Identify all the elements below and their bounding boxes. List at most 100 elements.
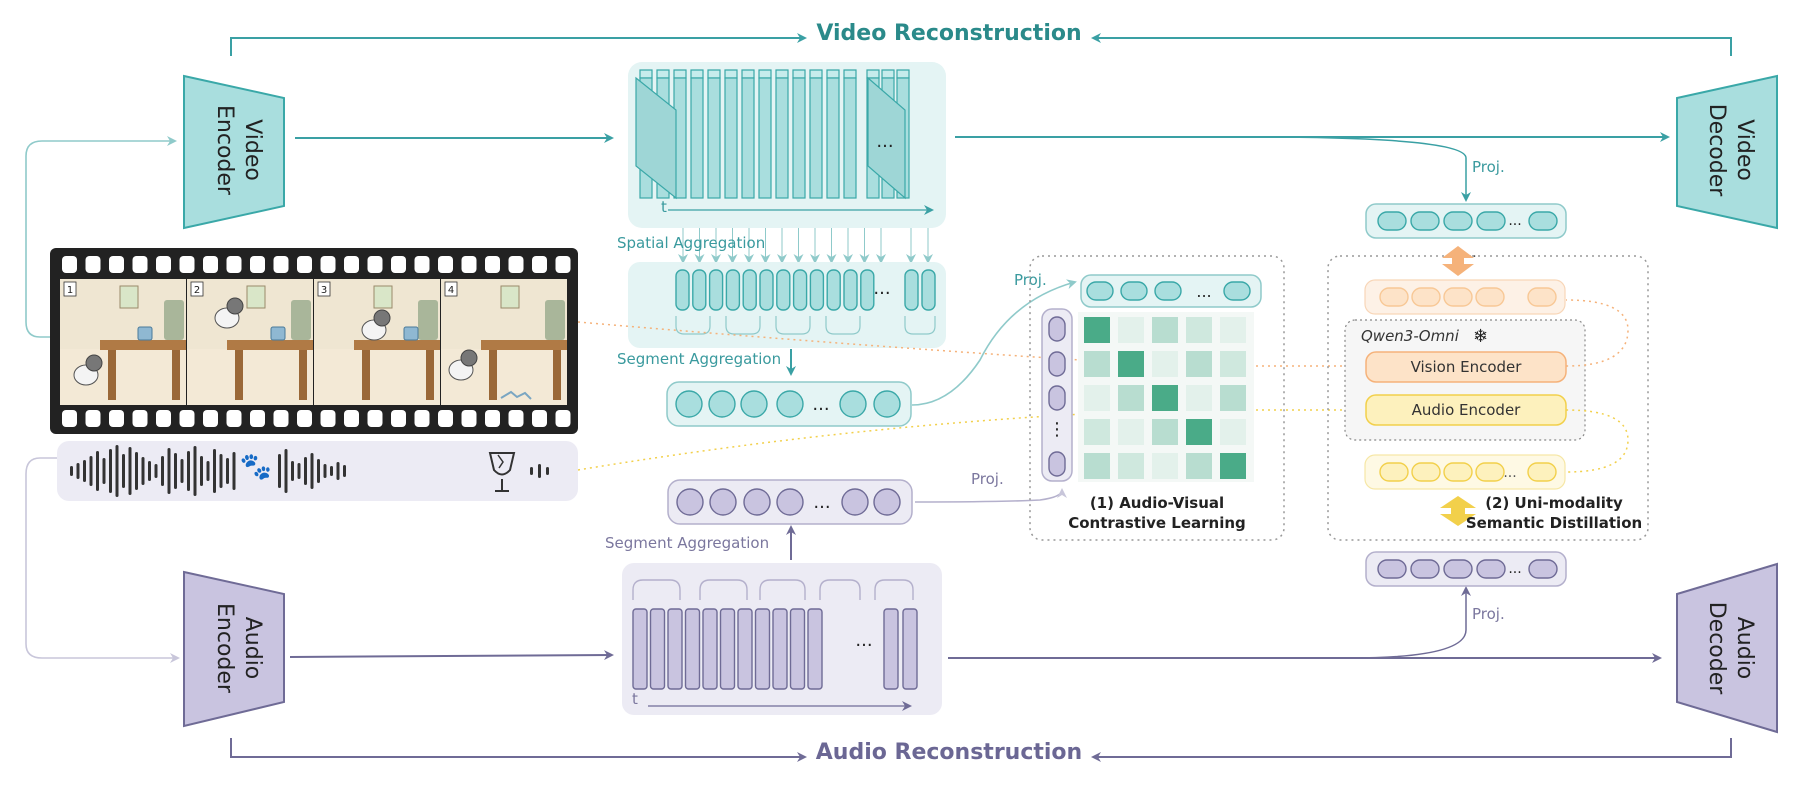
waveform-bar bbox=[336, 462, 340, 480]
audio-aggregated-embedding: ... bbox=[667, 479, 913, 525]
film-hole bbox=[203, 410, 218, 427]
matrix-cell bbox=[1220, 351, 1246, 377]
film-hole bbox=[62, 256, 77, 273]
video-segment-bracket bbox=[675, 316, 711, 335]
waveform-bar bbox=[154, 464, 158, 478]
yellow-token bbox=[1475, 462, 1505, 482]
video-time-label: t bbox=[661, 198, 667, 216]
video-agg-token bbox=[675, 390, 703, 418]
video-slice-top bbox=[724, 69, 738, 79]
waveform-bar bbox=[546, 467, 549, 475]
video-slice-top bbox=[881, 69, 895, 79]
video-slice-top bbox=[707, 69, 721, 79]
video-slice-top bbox=[673, 69, 687, 79]
video-segment-bracket bbox=[725, 316, 761, 335]
film-hole bbox=[461, 256, 477, 273]
video-proj-token bbox=[1443, 211, 1473, 231]
video-proj-arrow bbox=[1249, 136, 1471, 202]
distillation-title-line2: Semantic Distillation bbox=[1466, 514, 1642, 532]
waveform-bar bbox=[180, 459, 184, 483]
film-hole bbox=[344, 256, 359, 273]
film-hole bbox=[414, 410, 430, 427]
film-hole bbox=[85, 410, 101, 427]
film-hole bbox=[461, 410, 477, 427]
frame-broken-cup bbox=[500, 390, 532, 400]
film-hole bbox=[508, 256, 524, 273]
video-slice-top bbox=[775, 69, 789, 79]
frame-cup bbox=[137, 326, 153, 341]
video-token bbox=[692, 269, 707, 311]
orange-token bbox=[1527, 287, 1557, 307]
matrix-cell-positive bbox=[1220, 453, 1246, 479]
video-decoder: Video Decoder bbox=[1676, 74, 1778, 230]
audio-agg-token bbox=[676, 488, 704, 516]
frame-table-leg bbox=[235, 350, 243, 400]
contrastive-audio-token bbox=[1048, 351, 1066, 377]
video-slice-top bbox=[690, 69, 704, 79]
video-agg-ellipsis: ... bbox=[812, 394, 829, 415]
frame-table-leg bbox=[299, 350, 307, 400]
audio-input-loop bbox=[25, 457, 180, 663]
yellow-row-ellipsis: ... bbox=[1503, 465, 1516, 481]
waveform-bar bbox=[278, 454, 281, 488]
video-slice bbox=[741, 77, 755, 199]
waveform-bar bbox=[291, 461, 294, 481]
video-slice-top bbox=[866, 69, 880, 79]
waveform-bar bbox=[530, 467, 533, 475]
film-hole bbox=[62, 410, 77, 427]
contrastive-left-ellipsis: ⋮ bbox=[1048, 419, 1066, 440]
film-hole bbox=[156, 410, 171, 427]
orange-double-arrow bbox=[1442, 246, 1474, 276]
film-hole bbox=[367, 410, 383, 427]
video-proj-token bbox=[1377, 211, 1407, 231]
audio-agg-token bbox=[709, 488, 737, 516]
audio-proj-token bbox=[1528, 559, 1558, 579]
audio-bar bbox=[667, 608, 683, 690]
video-token bbox=[860, 269, 875, 311]
film-hole bbox=[179, 410, 195, 427]
film-hole bbox=[132, 256, 148, 273]
frame-number-box bbox=[317, 281, 331, 297]
video-slice bbox=[724, 77, 738, 199]
waveform-bar bbox=[76, 463, 80, 479]
frame-cat-head bbox=[460, 349, 478, 367]
audio-time-label: t bbox=[632, 690, 638, 708]
waveform-bar bbox=[219, 454, 223, 488]
audio-reconstruction-title: Audio Reconstruction bbox=[816, 740, 1082, 765]
video-slice bbox=[792, 77, 806, 199]
film-hole bbox=[203, 256, 218, 273]
proj-video-contrast-label: Proj. bbox=[1014, 271, 1047, 289]
waveform-bar bbox=[174, 453, 177, 489]
frame-chair bbox=[545, 300, 565, 340]
audio-encoder-line1: Audio bbox=[240, 617, 265, 680]
film-hole bbox=[250, 410, 265, 427]
audio-proj-token bbox=[1377, 559, 1407, 579]
waveform-bar bbox=[200, 456, 203, 486]
video-reconstruction-title: Video Reconstruction bbox=[816, 21, 1081, 46]
audio-segment-bracket bbox=[632, 579, 681, 600]
film-hole bbox=[250, 256, 265, 273]
video-token bbox=[708, 269, 724, 311]
waveform-bar bbox=[310, 453, 314, 489]
yellow-token bbox=[1443, 462, 1473, 482]
audio-bar bbox=[719, 608, 736, 690]
video-slice-top bbox=[656, 69, 670, 79]
matrix-cell bbox=[1084, 453, 1110, 479]
film-hole bbox=[391, 410, 406, 427]
audio-segment-bracket bbox=[874, 579, 914, 600]
film-hole bbox=[226, 410, 242, 427]
waveform-bar bbox=[128, 447, 132, 495]
audio-proj-arrow bbox=[1349, 586, 1471, 659]
vision-encoder-box bbox=[1365, 351, 1567, 383]
audio-encoder-line2: Encoder bbox=[212, 603, 237, 694]
audio-agg-token bbox=[873, 488, 901, 516]
video-slice-top bbox=[639, 69, 653, 79]
semantic-distillation-panel: ... Qwen3-Omni ❄ Vision Encoder Audio En… bbox=[1327, 245, 1649, 541]
waveform-bar bbox=[343, 465, 346, 477]
audio-decoder-line2: Decoder bbox=[1704, 602, 1729, 696]
frame-cup bbox=[270, 326, 286, 341]
film-hole bbox=[85, 256, 101, 273]
video-decoder-line2: Decoder bbox=[1704, 104, 1729, 198]
matrix-cell-positive bbox=[1152, 385, 1178, 411]
video-decoder-line1: Video bbox=[1732, 119, 1757, 181]
